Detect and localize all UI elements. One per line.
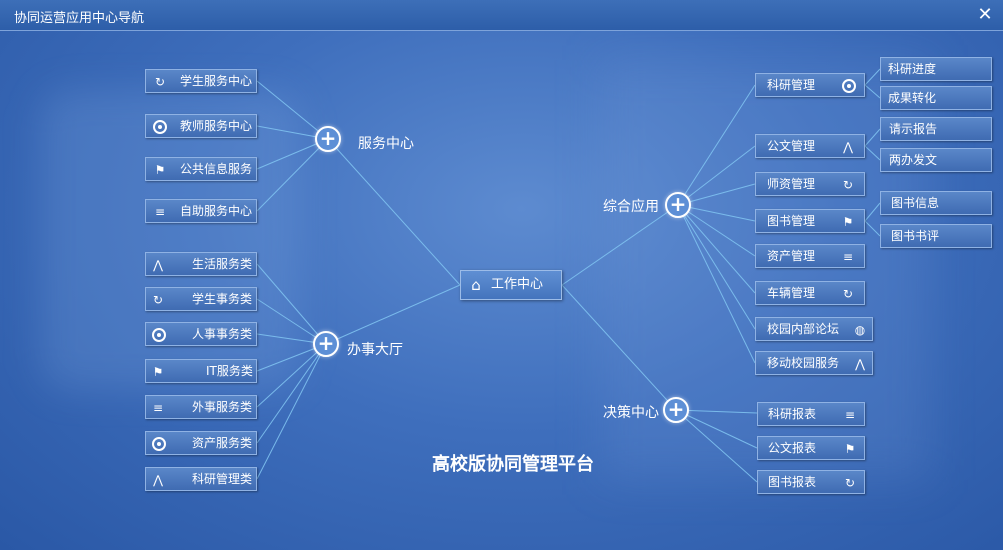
connector-line xyxy=(677,204,756,257)
connector-line xyxy=(677,145,756,206)
hall-item-student-affairs[interactable]: ↻ 学生事务类 xyxy=(145,287,257,311)
connector-line xyxy=(256,80,329,140)
home-icon: ⌂ xyxy=(471,276,481,294)
connector-line xyxy=(561,284,677,411)
service-item-public[interactable]: ⚑ 公共信息服务 xyxy=(145,157,257,181)
connector-line xyxy=(864,145,881,161)
integrated-hub-label: 综合应用 xyxy=(603,199,659,215)
connector-line xyxy=(677,204,756,294)
sub-item-library-review[interactable]: 图书书评 xyxy=(880,224,992,248)
hall-hub-label: 办事大厅 xyxy=(347,342,403,358)
hall-item-assets[interactable]: 资产服务类 xyxy=(145,431,257,455)
sub-item-research-progress[interactable]: 科研进度 xyxy=(880,57,992,81)
service-item-self[interactable]: ≡ 自助服务中心 xyxy=(145,199,257,223)
integrated-item-document[interactable]: 公文管理 ⋀ xyxy=(755,134,865,158)
flag-icon: ⚑ xyxy=(844,442,856,456)
integrated-item-library[interactable]: 图书管理 ⚑ xyxy=(755,209,865,233)
integrated-item-mobile[interactable]: 移动校园服务 ⋀ xyxy=(755,351,873,375)
connector-line xyxy=(677,204,756,330)
hall-item-research[interactable]: ⋀ 科研管理类 xyxy=(145,467,257,491)
hall-item-it[interactable]: ⚑ IT服务类 xyxy=(145,359,257,383)
work-center-label: 工作中心 xyxy=(491,277,544,292)
service-hub-label: 服务中心 xyxy=(358,136,414,152)
connector-line xyxy=(675,409,758,449)
share-icon: ⋀ xyxy=(153,258,163,272)
integrated-item-vehicles[interactable]: 车辆管理 ↻ xyxy=(755,281,865,305)
service-item-teacher[interactable]: 教师服务中心 xyxy=(145,114,257,138)
share-icon: ⋀ xyxy=(153,473,163,487)
connector-line xyxy=(675,409,758,414)
work-center-button[interactable]: ⌂ 工作中心 xyxy=(460,270,562,300)
integrated-item-faculty[interactable]: 师资管理 ↻ xyxy=(755,172,865,196)
connector-line xyxy=(561,204,679,286)
connector-line xyxy=(256,263,327,345)
share-icon: ⋀ xyxy=(843,140,853,154)
hall-item-life[interactable]: ⋀ 生活服务类 xyxy=(145,252,257,276)
refresh-icon: ↻ xyxy=(154,75,166,89)
refresh-icon: ↻ xyxy=(842,287,854,301)
hall-item-hr[interactable]: 人事事务类 xyxy=(145,322,257,346)
close-icon[interactable]: ✕ xyxy=(977,4,993,25)
window-title: 协同运营应用中心导航 xyxy=(14,11,145,26)
target-icon xyxy=(152,437,166,451)
connector-line xyxy=(327,138,461,286)
connector-line xyxy=(864,202,881,222)
target-icon xyxy=(842,79,856,93)
sub-item-document-report[interactable]: 请示报告 xyxy=(880,117,992,141)
flag-icon: ⚑ xyxy=(152,365,164,379)
connector-line xyxy=(256,343,327,408)
connector-line xyxy=(677,204,756,364)
connector-line xyxy=(256,138,329,212)
connector-line xyxy=(256,343,327,480)
refresh-icon: ↻ xyxy=(844,476,856,490)
globe-icon: ◍ xyxy=(854,323,866,337)
sub-item-library-info[interactable]: 图书信息 xyxy=(880,191,992,215)
sub-item-document-issue[interactable]: 两办发文 xyxy=(880,148,992,172)
platform-title: 高校版协同管理平台 xyxy=(432,454,594,475)
connector-line xyxy=(864,220,881,237)
share-icon: ⋀ xyxy=(855,357,865,371)
title-bar: 协同运营应用中心导航 ✕ xyxy=(0,0,1003,31)
refresh-icon: ↻ xyxy=(152,293,164,307)
decision-item-library[interactable]: 图书报表 ↻ xyxy=(757,470,865,494)
connector-line xyxy=(864,68,881,86)
decision-hub-button[interactable]: + xyxy=(663,397,689,423)
flag-icon: ⚑ xyxy=(842,215,854,229)
decision-hub-label: 决策中心 xyxy=(603,405,659,421)
list-icon: ≡ xyxy=(152,401,164,415)
connector-line xyxy=(256,343,327,444)
connector-line xyxy=(864,84,881,99)
connector-line xyxy=(677,204,756,222)
connector-line xyxy=(864,128,881,147)
decision-item-research[interactable]: 科研报表 ≡ xyxy=(757,402,865,426)
integrated-hub-button[interactable]: + xyxy=(665,192,691,218)
list-icon: ≡ xyxy=(842,250,854,264)
connector-line xyxy=(325,284,461,345)
target-icon xyxy=(153,120,167,134)
hall-item-foreign[interactable]: ≡ 外事服务类 xyxy=(145,395,257,419)
connector-line xyxy=(675,409,758,483)
refresh-icon: ↻ xyxy=(842,178,854,192)
integrated-item-research[interactable]: 科研管理 xyxy=(755,73,865,97)
connector-line xyxy=(677,84,756,206)
decision-item-document[interactable]: 公文报表 ⚑ xyxy=(757,436,865,460)
hall-hub-button[interactable]: + xyxy=(313,331,339,357)
integrated-item-assets[interactable]: 资产管理 ≡ xyxy=(755,244,865,268)
service-item-student[interactable]: ↻ 学生服务中心 xyxy=(145,69,257,93)
list-icon: ≡ xyxy=(844,408,856,422)
service-hub-button[interactable]: + xyxy=(315,126,341,152)
list-icon: ≡ xyxy=(154,205,166,219)
sub-item-research-transfer[interactable]: 成果转化 xyxy=(880,86,992,110)
integrated-item-forum[interactable]: 校园内部论坛 ◍ xyxy=(755,317,873,341)
target-icon xyxy=(152,328,166,342)
connector-line xyxy=(677,183,756,206)
flag-icon: ⚑ xyxy=(154,163,166,177)
